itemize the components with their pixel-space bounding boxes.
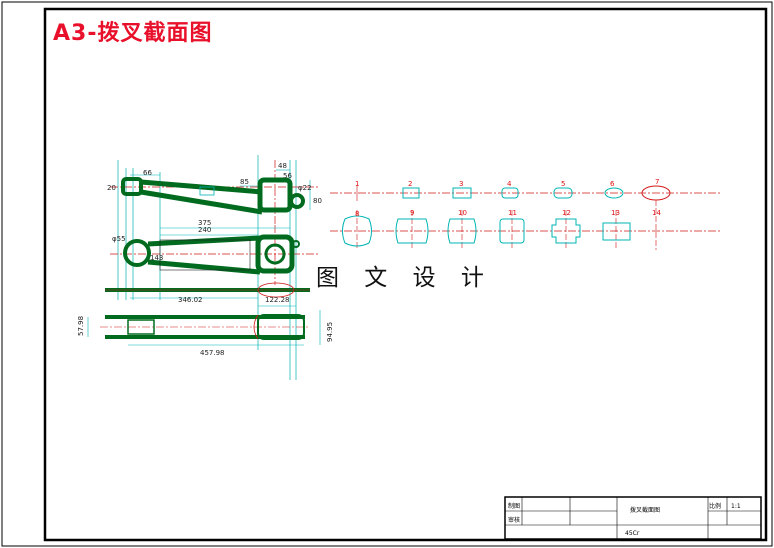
section-label-12: 12 [562, 209, 571, 217]
title-block: 制图 审核 拨叉截面图 比例 1:1 45Cr [504, 496, 762, 540]
section-label-14: 14 [652, 209, 661, 217]
dim-457-98: 457.98 [200, 349, 225, 357]
section-label-3: 3 [459, 180, 463, 188]
dim-80: 80 [313, 197, 322, 205]
dim-85: 85 [240, 178, 249, 186]
dim-57-98: 57.98 [77, 316, 85, 336]
drawing-title: A3-拨叉截面图 [53, 21, 213, 46]
section-row-top: 1 2 3 4 5 6 7 [330, 178, 722, 201]
section-label-1: 1 [355, 180, 359, 188]
fork-front-view: 375 240 φ55 143 [110, 219, 318, 285]
section-label-4: 4 [507, 180, 512, 188]
section-label-11: 11 [508, 209, 517, 217]
fork-side-view-lower: 57.98 94.95 457.98 [77, 310, 334, 357]
section-label-6: 6 [610, 180, 615, 188]
dim-143: 143 [150, 254, 163, 262]
dim-122: 122.28 [265, 296, 290, 304]
dim-240: 240 [198, 226, 211, 234]
dim-48: 48 [278, 162, 287, 170]
section-label-2: 2 [408, 180, 412, 188]
title-block-check-label: 审核 [508, 516, 520, 524]
dim-94-95: 94.95 [326, 322, 334, 342]
section-row-bottom: 8 9 10 11 12 13 14 [330, 200, 722, 250]
section-label-5: 5 [561, 180, 565, 188]
title-block-material: 45Cr [625, 530, 640, 537]
dim-346: 346.02 [178, 296, 203, 304]
dim-56: 56 [283, 172, 292, 180]
fork-top-view: 66 48 56 20 85 φ22 80 [107, 155, 322, 380]
title-block-draw-label: 制图 [508, 502, 520, 510]
dim-375: 375 [198, 219, 211, 227]
section-label-8: 8 [355, 210, 359, 218]
section-label-13: 13 [611, 209, 620, 217]
dim-66: 66 [143, 169, 152, 177]
dim-20: 20 [107, 184, 116, 192]
title-block-part-name: 拨叉截面图 [630, 506, 660, 514]
section-label-10: 10 [458, 209, 467, 217]
section-label-9: 9 [410, 209, 414, 217]
watermark-text: 图 文 设 计 [316, 265, 493, 291]
inner-border [43, 7, 768, 542]
title-block-scale-value: 1:1 [731, 503, 741, 510]
fork-side-view-upper: 346.02 122.28 [105, 282, 310, 307]
title-block-scale-label: 比例 [709, 502, 721, 510]
dim-phi22: φ22 [298, 184, 312, 192]
dim-phi55: φ55 [112, 235, 126, 243]
section-label-7: 7 [655, 178, 659, 186]
